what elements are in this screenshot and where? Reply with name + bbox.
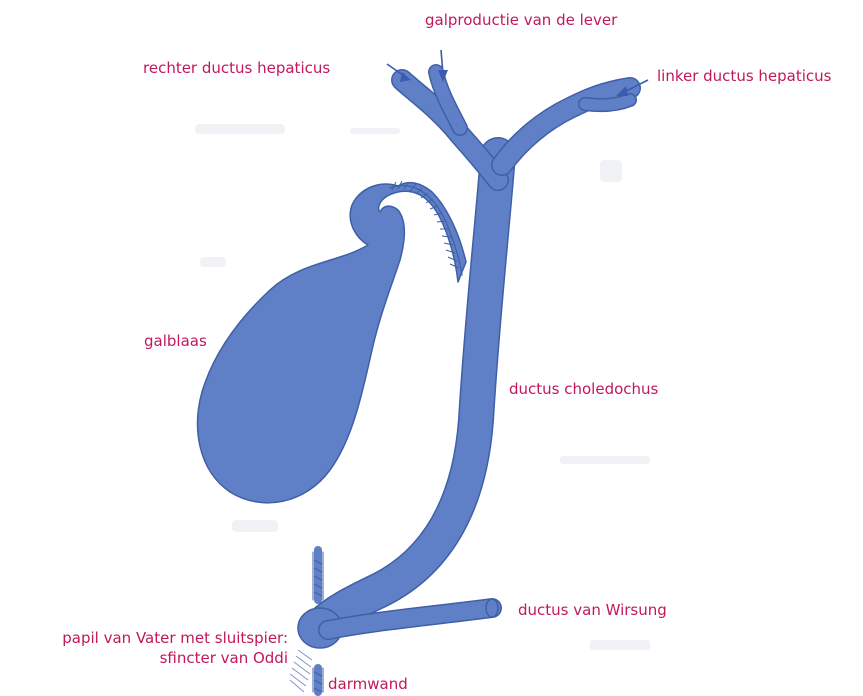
label-linker-ductus-hepaticus: linker ductus hepaticus — [657, 66, 831, 86]
label-papil-line1: papil van Vater met sluitspier: — [8, 628, 288, 648]
label-galblaas: galblaas — [144, 331, 207, 351]
label-galproductie: galproductie van de lever — [425, 10, 617, 30]
label-darmwand: darmwand — [328, 674, 408, 694]
label-rechter-ductus-hepaticus: rechter ductus hepaticus — [143, 58, 330, 78]
label-ductus-van-wirsung: ductus van Wirsung — [518, 600, 667, 620]
label-papil-van-vater: papil van Vater met sluitspier: sfincter… — [8, 628, 288, 668]
label-papil-line2: sfincter van Oddi — [8, 648, 288, 668]
galblaas-shape — [198, 181, 466, 503]
label-ductus-choledochus: ductus choledochus — [509, 379, 658, 399]
